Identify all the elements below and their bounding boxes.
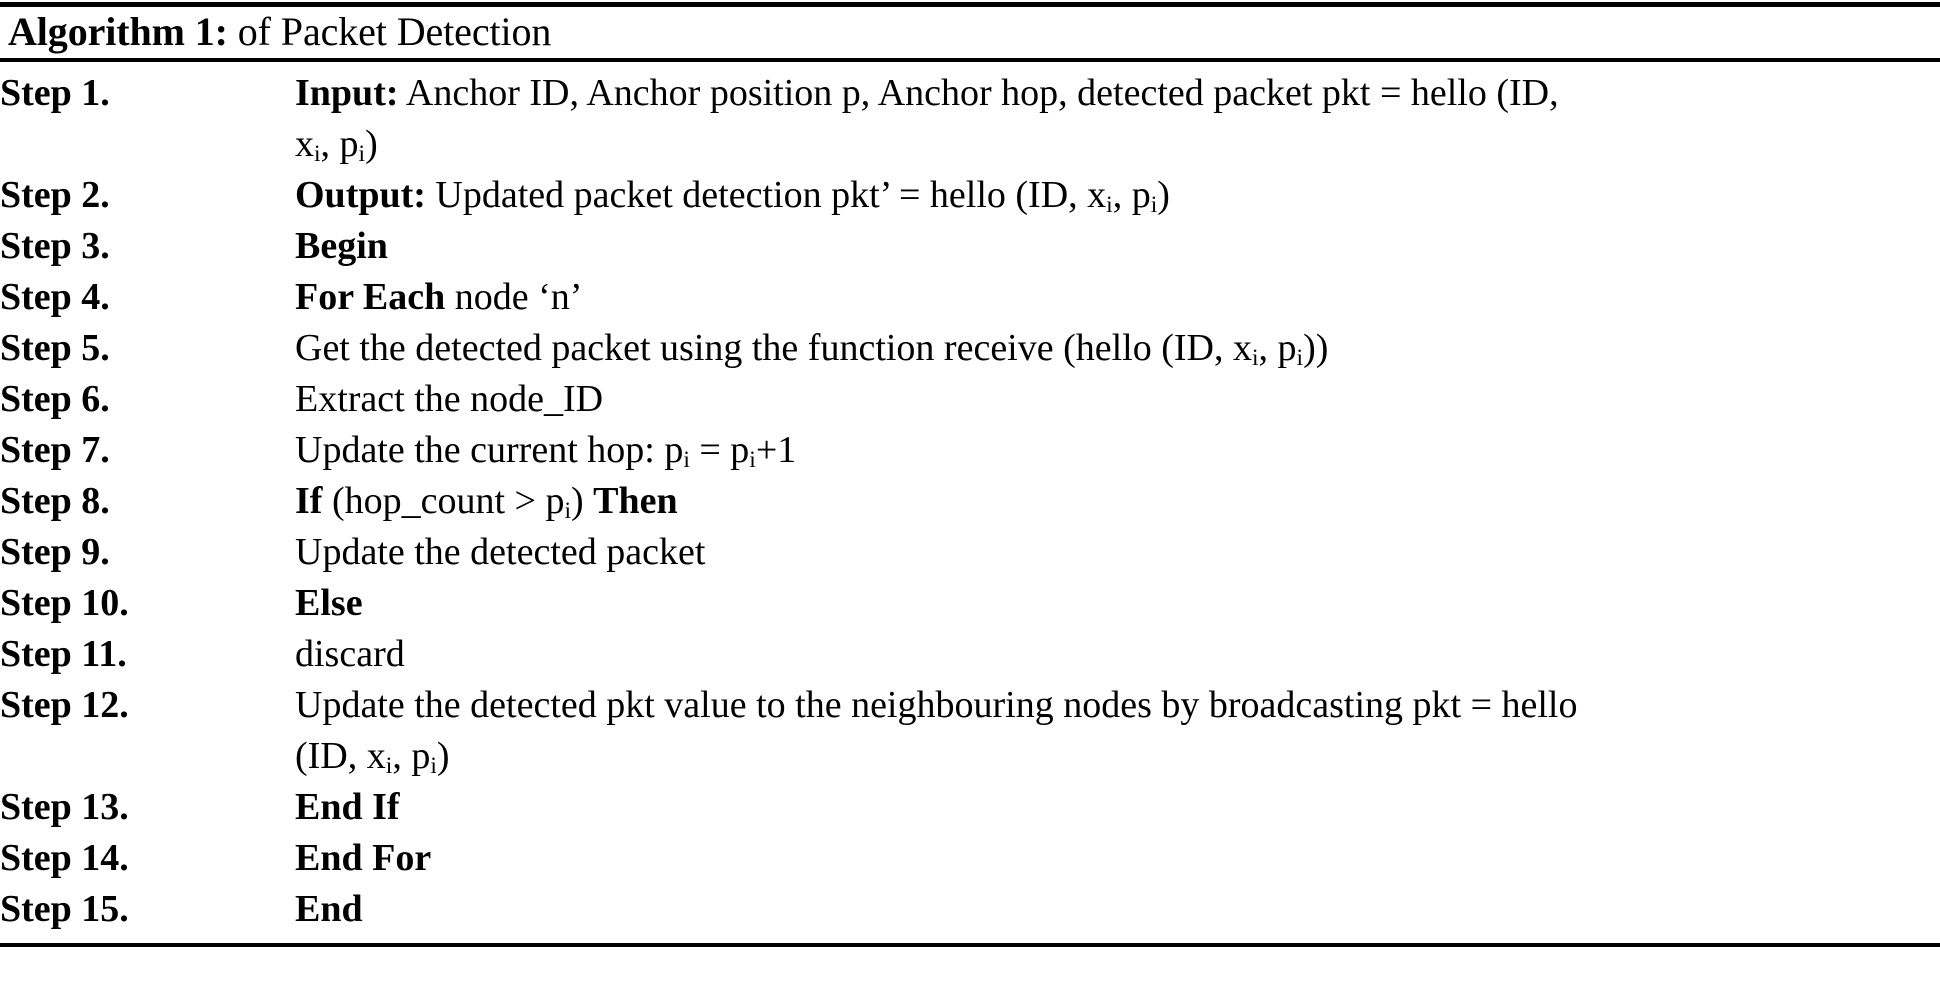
step-label: Step 4. [0, 276, 110, 318]
table-row: Step 6. Extract the node_ID [0, 374, 1940, 425]
step-keyword-2: Then [593, 480, 678, 522]
step-sub-1: i [1252, 345, 1259, 372]
step-keyword: End [295, 888, 363, 930]
algorithm-steps-table: Step 1. Input: Anchor ID, Anchor positio… [0, 68, 1940, 935]
step-text: Anchor ID, Anchor position p, Anchor hop… [398, 72, 1559, 114]
cont-pre: x [295, 123, 314, 165]
table-row: Step 1. Input: Anchor ID, Anchor positio… [0, 68, 1940, 170]
step-body: Update the detected pkt value to the nei… [295, 680, 1940, 782]
step-keyword: Output: [295, 174, 426, 216]
bottom-spacer [0, 935, 1940, 943]
cont-post: ) [365, 123, 378, 165]
step-body: Update the current hop: pi = pi+1 [295, 425, 1940, 476]
step-sub-2: i [1296, 345, 1304, 372]
step-text: Update the detected packet [295, 531, 706, 573]
step-body: End For [295, 833, 1940, 884]
step-body: End If [295, 782, 1940, 833]
step-label: Step 12. [0, 684, 129, 726]
step-text: Extract the node_ID [295, 378, 604, 420]
step-text-3: +1 [755, 429, 797, 471]
step-keyword: Input: [295, 72, 399, 114]
table-row: Step 11. discard [0, 629, 1940, 680]
step-label: Step 13. [0, 786, 129, 828]
step-text: (hop_count > p [322, 480, 565, 522]
table-row: Step 14. End For [0, 833, 1940, 884]
algorithm-title: Algorithm 1: of Packet Detection [0, 7, 1940, 58]
table-row: Step 4. For Each node ‘n’ [0, 272, 1940, 323]
table-row: Step 9. Update the detected packet [0, 527, 1940, 578]
step-sub-1: i [1106, 192, 1113, 219]
step-keyword: End For [295, 837, 432, 879]
step-text: discard [295, 633, 405, 675]
table-row: Step 8. If (hop_count > pi) Then [0, 476, 1940, 527]
table-row: Step 12. Update the detected pkt value t… [0, 680, 1940, 782]
step-text: Updated packet detection pkt’ = hello (I… [425, 174, 1107, 216]
step-keyword: Begin [295, 225, 388, 267]
cont-post: ) [436, 735, 450, 777]
title-separator-rule [0, 58, 1940, 62]
step-continuation: xi, pi) [295, 119, 1940, 170]
cont-sub-1: i [314, 141, 321, 168]
step-label: Step 10. [0, 582, 129, 624]
step-body: End [295, 884, 1940, 935]
cont-sub-2: i [358, 141, 366, 168]
step-text-2: , p [1258, 327, 1297, 369]
cont-pre: (ID, x [295, 735, 386, 777]
step-body: Begin [295, 221, 1940, 272]
step-continuation: (ID, xi, pi) [295, 731, 1940, 782]
cont-mid: , p [320, 123, 359, 165]
bottom-rule [0, 943, 1940, 947]
step-sub-1: i [683, 447, 690, 474]
step-label: Step 9. [0, 531, 110, 573]
table-row: Step 5. Get the detected packet using th… [0, 323, 1940, 374]
step-body: Update the detected packet [295, 527, 1940, 578]
step-label: Step 3. [0, 225, 110, 267]
step-sub-2: i [749, 447, 756, 474]
algorithm-name: of Packet Detection [227, 9, 552, 54]
step-body: discard [295, 629, 1940, 680]
step-label: Step 2. [0, 174, 110, 216]
step-label: Step 6. [0, 378, 110, 420]
step-keyword: If [295, 480, 323, 522]
step-body: Extract the node_ID [295, 374, 1940, 425]
step-label: Step 5. [0, 327, 110, 369]
algorithm-label: Algorithm 1: [8, 9, 228, 54]
table-row: Step 15. End [0, 884, 1940, 935]
table-row: Step 7. Update the current hop: pi = pi+… [0, 425, 1940, 476]
step-text-2: , p [1112, 174, 1151, 216]
step-text-2: = p [689, 429, 750, 471]
step-body: Input: Anchor ID, Anchor position p, Anc… [295, 68, 1940, 170]
step-sub-1: i [564, 498, 572, 525]
table-row: Step 10. Else [0, 578, 1940, 629]
cont-mid: , p [392, 735, 431, 777]
step-label: Step 8. [0, 480, 110, 522]
table-row: Step 13. End If [0, 782, 1940, 833]
step-keyword: End If [295, 786, 400, 828]
step-body: For Each node ‘n’ [295, 272, 1940, 323]
step-label: Step 1. [0, 72, 110, 114]
step-keyword: Else [295, 582, 363, 624]
table-row: Step 3. Begin [0, 221, 1940, 272]
cont-sub-2: i [430, 753, 437, 780]
step-body: If (hop_count > pi) Then [295, 476, 1940, 527]
step-label: Step 15. [0, 888, 129, 930]
top-rule [0, 2, 1940, 7]
step-text: Update the detected pkt value to the nei… [295, 684, 1578, 726]
cont-sub-1: i [385, 753, 393, 780]
step-text: Update the current hop: p [295, 429, 684, 471]
step-body: Output: Updated packet detection pkt’ = … [295, 170, 1940, 221]
step-label: Step 14. [0, 837, 129, 879]
step-text-3: )) [1303, 327, 1329, 369]
step-body: Get the detected packet using the functi… [295, 323, 1940, 374]
step-text-2: ) [571, 480, 594, 522]
step-text-3: ) [1157, 174, 1170, 216]
step-text: node ‘n’ [445, 276, 583, 318]
step-keyword: For Each [295, 276, 446, 318]
step-text: Get the detected packet using the functi… [295, 327, 1252, 369]
step-sub-2: i [1150, 192, 1158, 219]
step-label: Step 11. [0, 633, 127, 675]
table-row: Step 2. Output: Updated packet detection… [0, 170, 1940, 221]
step-body: Else [295, 578, 1940, 629]
step-label: Step 7. [0, 429, 110, 471]
